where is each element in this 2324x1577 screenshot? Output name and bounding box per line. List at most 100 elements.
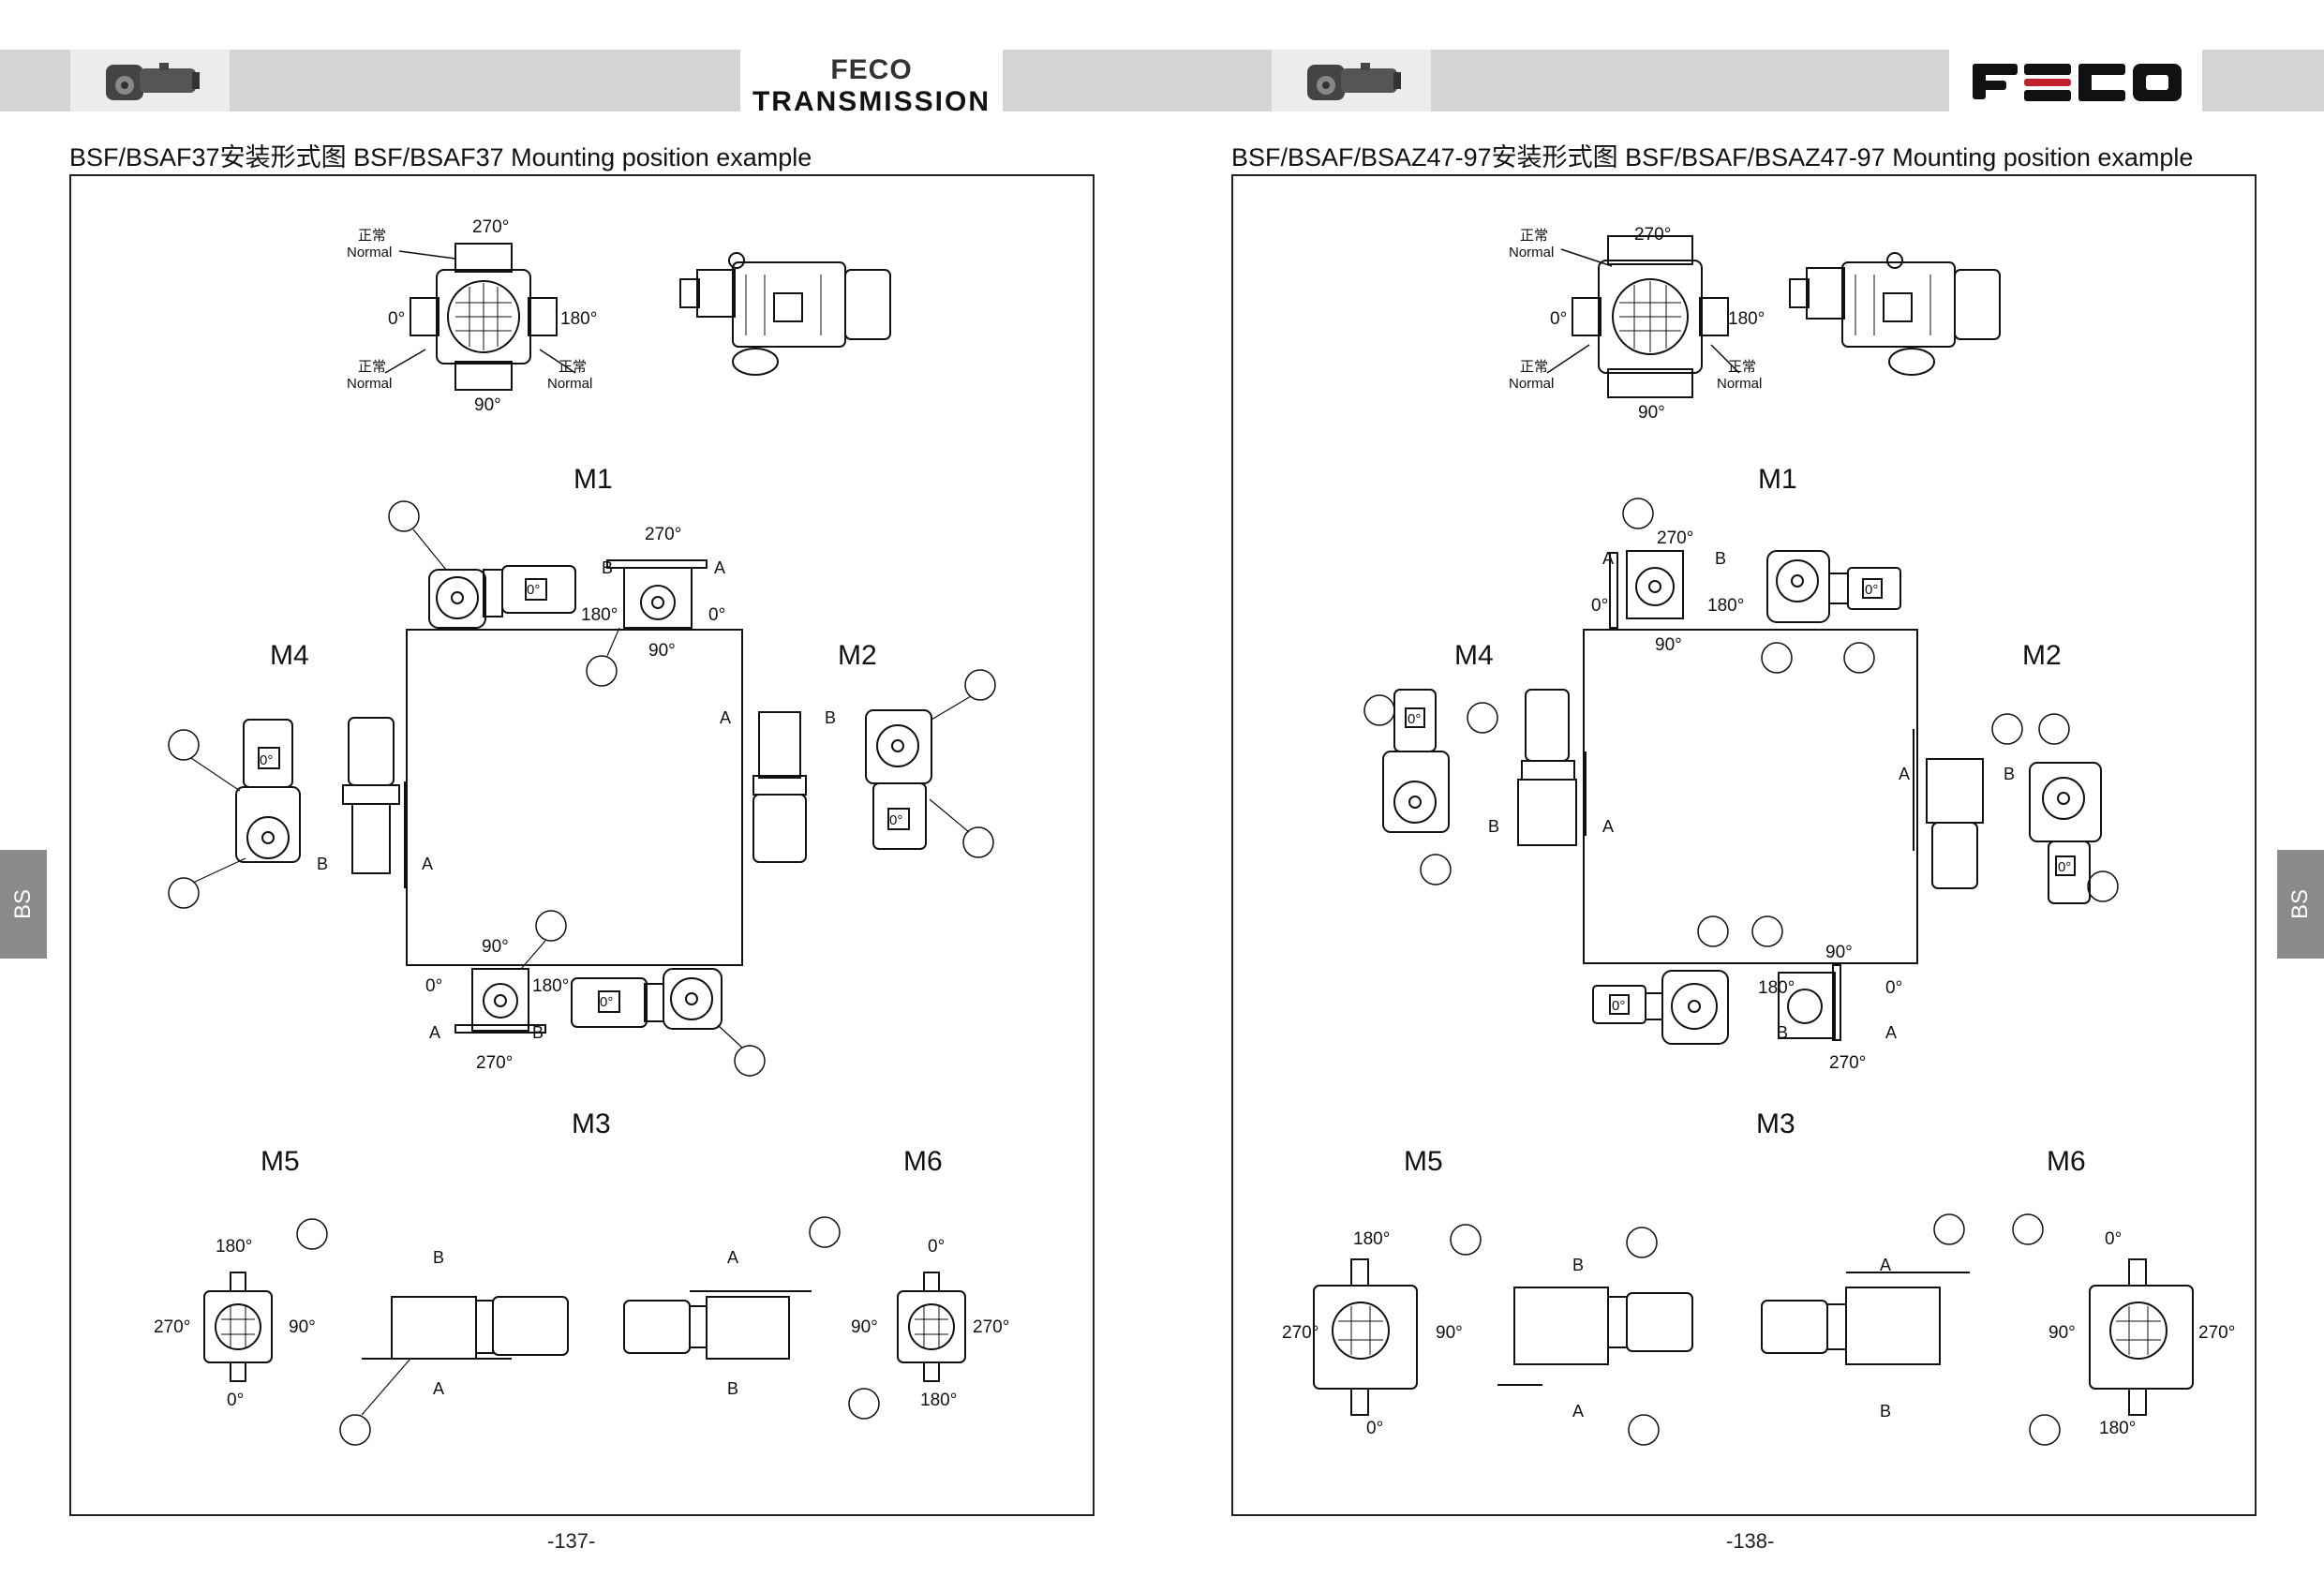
m4-unit-right: [1363, 689, 1587, 885]
normal-en-3: Normal: [547, 376, 592, 392]
m5-side-a: A: [433, 1379, 444, 1398]
ref-angle-left: 0°: [1550, 309, 1567, 329]
normal-cn-3: 正常: [559, 359, 587, 375]
m6-unit-left: [623, 1216, 966, 1420]
page-number-left: -137-: [547, 1529, 596, 1553]
m3-angle-top: 90°: [482, 937, 509, 957]
m3-side-b: B: [1777, 1023, 1788, 1042]
m3-unit-left: [454, 910, 766, 1077]
ref-angle-top: 270°: [472, 217, 509, 237]
m6-angle-left: 90°: [851, 1317, 878, 1337]
header-band-right: [1003, 50, 1949, 112]
label-m1: M1: [574, 464, 613, 495]
m3-unit-right: [1592, 915, 1841, 1045]
m6-unit-right: [1761, 1213, 2194, 1446]
gear-motor-icon: [106, 63, 200, 100]
label-m6: M6: [903, 1146, 943, 1177]
m5-angle-bottom: 0°: [1366, 1419, 1383, 1438]
side-tab-label: BS: [2287, 889, 2313, 920]
nameplate-m1: 0°: [527, 582, 540, 598]
feco-logo: [1949, 51, 2202, 112]
m1-angle-right: 0°: [708, 605, 725, 625]
ref-angle-top: 270°: [1634, 225, 1671, 245]
normal-en-1: Normal: [347, 245, 392, 260]
m3-angle-top: 90°: [1825, 943, 1853, 962]
m3-angle-right: 0°: [1885, 978, 1902, 998]
normal-en-2: Normal: [1509, 376, 1554, 392]
page-number-right: -138-: [1726, 1529, 1775, 1553]
m1-angle-right: 180°: [1707, 596, 1744, 616]
ref-angle-right: 180°: [1728, 309, 1765, 329]
m1-angle-left: 180°: [581, 605, 618, 625]
m3-side-b: B: [532, 1023, 544, 1042]
m2-unit-left: [741, 669, 996, 863]
mounting-diagram-left: 270° 0° 180° 90° 正常 Normal 正常 Normal 正常 …: [154, 217, 1009, 1446]
reference-view-right: [1546, 235, 2001, 398]
m1-angle-bottom: 90°: [1655, 635, 1682, 655]
m4-side-a: A: [422, 855, 433, 873]
m6-angle-left: 90°: [2048, 1323, 2076, 1343]
side-tab-left[interactable]: BS: [0, 850, 47, 959]
nameplate-m2: 0°: [2058, 859, 2071, 875]
m1-side-a: A: [1602, 549, 1614, 568]
m5-unit-left: [203, 1218, 569, 1446]
m1-side-b: B: [1715, 549, 1726, 568]
label-m2: M2: [2022, 640, 2062, 671]
m6-angle-bottom: 180°: [920, 1391, 957, 1410]
normal-en-2: Normal: [347, 376, 392, 392]
m5-angle-bottom: 0°: [227, 1391, 244, 1410]
label-m3: M3: [1756, 1108, 1795, 1139]
m6-angle-bottom: 180°: [2099, 1419, 2136, 1438]
nameplate-m3: 0°: [600, 994, 613, 1010]
normal-cn-3: 正常: [1728, 359, 1756, 375]
m1-unit-left: [388, 500, 708, 687]
m1-angle-top: 270°: [1657, 528, 1693, 548]
m5-angle-top: 180°: [1353, 1229, 1390, 1249]
label-m3: M3: [572, 1108, 611, 1139]
mounting-diagram-right: 270° 0° 180° 90° 正常 Normal 正常 Normal 正常 …: [1282, 225, 2235, 1446]
mounting-surface-left: [406, 629, 743, 966]
normal-cn-2: 正常: [358, 359, 386, 375]
m6-side-a: A: [727, 1248, 738, 1267]
m2-side-b: B: [825, 708, 836, 727]
gear-motor-icon: [1307, 63, 1401, 100]
m3-side-a: A: [1885, 1023, 1897, 1042]
ref-angle-right: 180°: [560, 309, 597, 329]
m6-angle-top: 0°: [928, 1237, 945, 1257]
page-title-left: BSF/BSAF37安装形式图 BSF/BSAF37 Mounting posi…: [69, 143, 812, 171]
label-m1: M1: [1758, 464, 1797, 495]
nameplate-m3: 0°: [1612, 998, 1625, 1014]
m4-side-a: A: [1602, 817, 1614, 836]
label-m4: M4: [270, 640, 309, 671]
nameplate-m2: 0°: [889, 812, 902, 828]
m2-side-a: A: [720, 708, 731, 727]
m3-angle-right: 180°: [532, 976, 569, 996]
mounting-surface-right: [1583, 629, 1918, 964]
feco-logo-mark: [1973, 64, 2182, 101]
m5-angle-right: 90°: [1436, 1323, 1463, 1343]
m4-side-b: B: [1488, 817, 1499, 836]
side-tab-right[interactable]: BS: [2277, 850, 2324, 959]
header-band-far-right: [2202, 50, 2324, 112]
side-tab-label: BS: [10, 889, 36, 920]
label-m5: M5: [261, 1146, 300, 1177]
header-gear-tile-left: [70, 50, 230, 112]
page-title-right: BSF/BSAF/BSAZ47-97安装形式图 BSF/BSAF/BSAZ47-…: [1231, 143, 2194, 171]
ref-angle-bottom: 90°: [474, 395, 501, 415]
m5-angle-right: 90°: [289, 1317, 316, 1337]
label-m6: M6: [2047, 1146, 2086, 1177]
m1-angle-left: 0°: [1591, 596, 1608, 616]
diagram-frame-left: 270° 0° 180° 90° 正常 Normal 正常 Normal 正常 …: [69, 174, 1095, 1516]
m3-angle-bottom: 270°: [1829, 1053, 1866, 1073]
m2-side-b: B: [2004, 765, 2015, 783]
brand-line-1: FECO: [830, 54, 913, 85]
nameplate-m4: 0°: [260, 752, 273, 768]
m6-side-b: B: [1880, 1402, 1891, 1421]
normal-cn-1: 正常: [1520, 228, 1548, 244]
m4-unit-left: [168, 717, 406, 909]
m5-side-a: A: [1572, 1402, 1584, 1421]
normal-en-1: Normal: [1509, 245, 1554, 260]
header-gear-tile-right: [1272, 50, 1431, 112]
m5-unit-right: [1313, 1224, 1693, 1446]
m6-angle-top: 0°: [2105, 1229, 2122, 1249]
